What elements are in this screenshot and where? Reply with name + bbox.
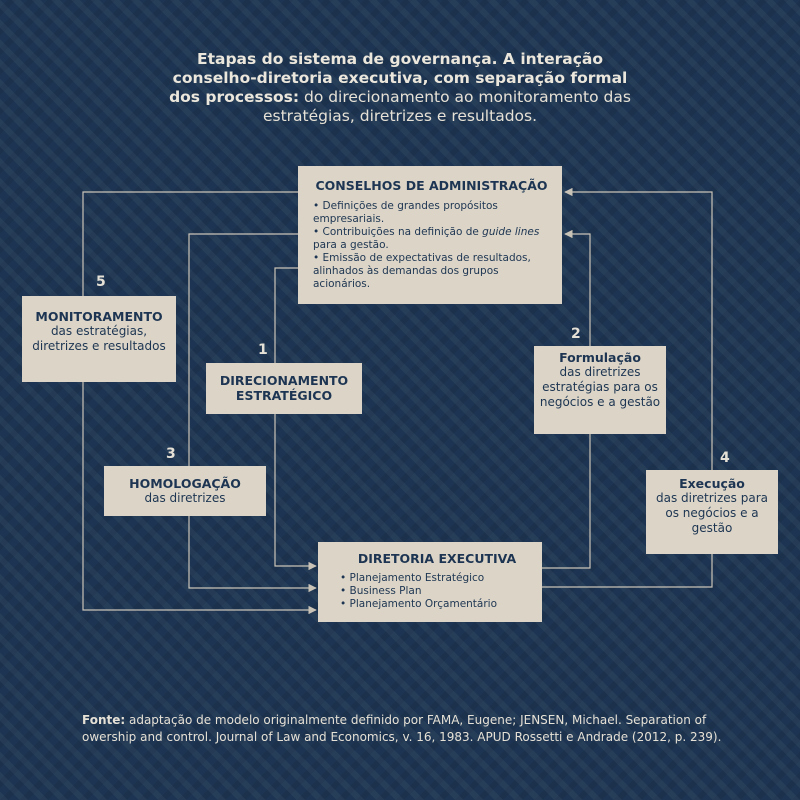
homologacao-title: HOMOLOGAÇÃO bbox=[129, 476, 241, 491]
conselhos-title: CONSELHOS DE ADMINISTRAÇÃO bbox=[315, 178, 548, 193]
connector-execucao-up bbox=[564, 187, 713, 470]
conselhos-item-1: • Definições de grandes propósitos empre… bbox=[313, 200, 498, 225]
step-number-3: 3 bbox=[166, 446, 176, 462]
monitoramento-title: MONITORAMENTO bbox=[35, 309, 163, 324]
diretoria-title: DIRETORIA EXECUTIVA bbox=[357, 551, 517, 566]
conselhos-list: • Definições de grandes propósitos empre… bbox=[313, 200, 550, 291]
formulacao-subtitle: das diretrizes estratégias para os negóc… bbox=[539, 365, 661, 409]
formulacao-title: Formulação bbox=[559, 350, 641, 365]
monitoramento-subtitle: das estratégias, diretrizes e resultados bbox=[32, 324, 166, 353]
conselhos-item-2: • Contribuições na definição de guide li… bbox=[313, 226, 540, 251]
step-number-1: 1 bbox=[258, 342, 268, 358]
diretoria-item-1: • Planejamento Estratégico bbox=[340, 572, 485, 584]
connector-homologacao-down bbox=[188, 516, 317, 593]
execucao-title: Execução bbox=[679, 476, 745, 491]
connector-monitoramento bbox=[82, 191, 300, 296]
title-normal: do direcionamento ao monitoramento das e… bbox=[262, 88, 631, 125]
direcionamento-box: DIRECIONAMENTO ESTRATÉGICO bbox=[206, 363, 362, 414]
diagram-title: Etapas do sistema de governança. A inter… bbox=[160, 50, 640, 126]
connector-homologacao bbox=[188, 233, 300, 466]
conselhos-item-3: • Emissão de expectativas de resultados,… bbox=[313, 252, 531, 290]
execucao-box: Execução das diretrizes para os negócios… bbox=[646, 470, 778, 554]
homologacao-subtitle: das diretrizes bbox=[144, 491, 226, 505]
connector-execucao bbox=[542, 554, 713, 588]
connector-formulacao-up bbox=[564, 229, 591, 346]
homologacao-box: HOMOLOGAÇÃO das diretrizes bbox=[104, 466, 266, 516]
source-label: Fonte: bbox=[82, 713, 126, 727]
source-note: Fonte: adaptação de modelo originalmente… bbox=[82, 712, 732, 746]
conselhos-box: CONSELHOS DE ADMINISTRAÇÃO • Definições … bbox=[298, 166, 562, 304]
connector-formulacao bbox=[542, 434, 591, 569]
step-number-4: 4 bbox=[720, 450, 730, 466]
step-number-5: 5 bbox=[96, 274, 106, 290]
diretoria-item-3: • Planejamento Orçamentário bbox=[340, 598, 498, 610]
execucao-subtitle: das diretrizes para os negócios e a gest… bbox=[655, 491, 769, 535]
connector-direcionamento bbox=[274, 267, 317, 571]
direcionamento-title: DIRECIONAMENTO ESTRATÉGICO bbox=[219, 373, 349, 403]
diretoria-item-2: • Business Plan bbox=[340, 585, 422, 597]
monitoramento-box: MONITORAMENTO das estratégias, diretrize… bbox=[22, 296, 176, 382]
step-number-2: 2 bbox=[571, 326, 581, 342]
source-text: adaptação de modelo originalmente defini… bbox=[82, 713, 722, 744]
diretoria-list: • Planejamento Estratégico • Business Pl… bbox=[340, 572, 534, 611]
formulacao-box: Formulação das diretrizes estratégias pa… bbox=[534, 346, 666, 434]
title-bold: Etapas do sistema de governança. A inter… bbox=[169, 50, 628, 106]
connector-monitoramento-down bbox=[82, 382, 317, 615]
diretoria-box: DIRETORIA EXECUTIVA • Planejamento Estra… bbox=[318, 542, 542, 622]
